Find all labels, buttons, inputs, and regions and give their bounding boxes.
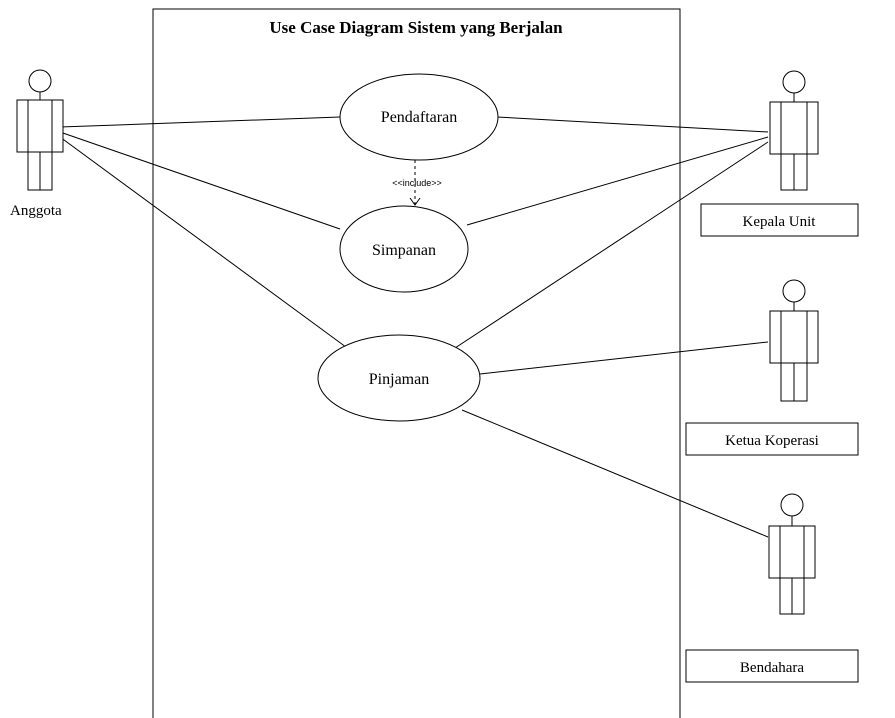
actor-label-box xyxy=(685,649,859,683)
use-case-pinjaman: Pinjaman xyxy=(317,334,481,422)
actor-ketua-koperasi: Ketua Koperasi xyxy=(685,279,859,456)
actor-kepala-unit: Kepala Unit xyxy=(700,70,859,237)
association-ketua-koperasi-pinjaman xyxy=(479,341,769,375)
actor-figure-icon xyxy=(16,69,64,191)
actor-label: Bendahara xyxy=(740,660,804,676)
actor-label: Anggota xyxy=(10,203,62,219)
actor-figure-icon xyxy=(769,70,819,191)
association-anggota-pinjaman xyxy=(59,136,351,351)
use-case-simpanan: Simpanan xyxy=(339,205,469,293)
association-kepala-unit-simpanan xyxy=(466,136,769,226)
actor-figure-icon xyxy=(768,493,816,615)
association-anggota-pendaftaran xyxy=(59,116,341,128)
include-dependency: <<include>> xyxy=(392,160,442,206)
use-case-ellipse xyxy=(339,205,469,293)
actor-label: Ketua Koperasi xyxy=(725,433,819,449)
use-case-ellipse xyxy=(339,73,499,161)
actor-label: Kepala Unit xyxy=(743,214,817,230)
actor-label-box xyxy=(685,422,859,456)
use-case-label: Simpanan xyxy=(372,242,436,259)
actor-label-box xyxy=(700,203,859,237)
association-kepala-unit-pendaftaran xyxy=(496,116,769,133)
association-anggota-simpanan xyxy=(59,131,341,230)
use-case-ellipse xyxy=(317,334,481,422)
use-case-label: Pendaftaran xyxy=(381,109,457,126)
association-kepala-unit-pinjaman xyxy=(451,141,769,351)
include-arrowhead xyxy=(409,197,421,206)
actor-bendahara: Bendahara xyxy=(685,493,859,683)
diagram-title: Use Case Diagram Sistem yang Berjalan xyxy=(269,18,563,37)
include-label: <<include>> xyxy=(392,178,442,188)
association-lines xyxy=(59,116,769,538)
actor-anggota: Anggota xyxy=(10,69,64,219)
use-case-pendaftaran: Pendaftaran xyxy=(339,73,499,161)
actor-figure-icon xyxy=(769,279,819,402)
use-case-label: Pinjaman xyxy=(369,371,429,388)
association-bendahara-pinjaman xyxy=(461,409,769,538)
system-boundary xyxy=(152,8,681,718)
